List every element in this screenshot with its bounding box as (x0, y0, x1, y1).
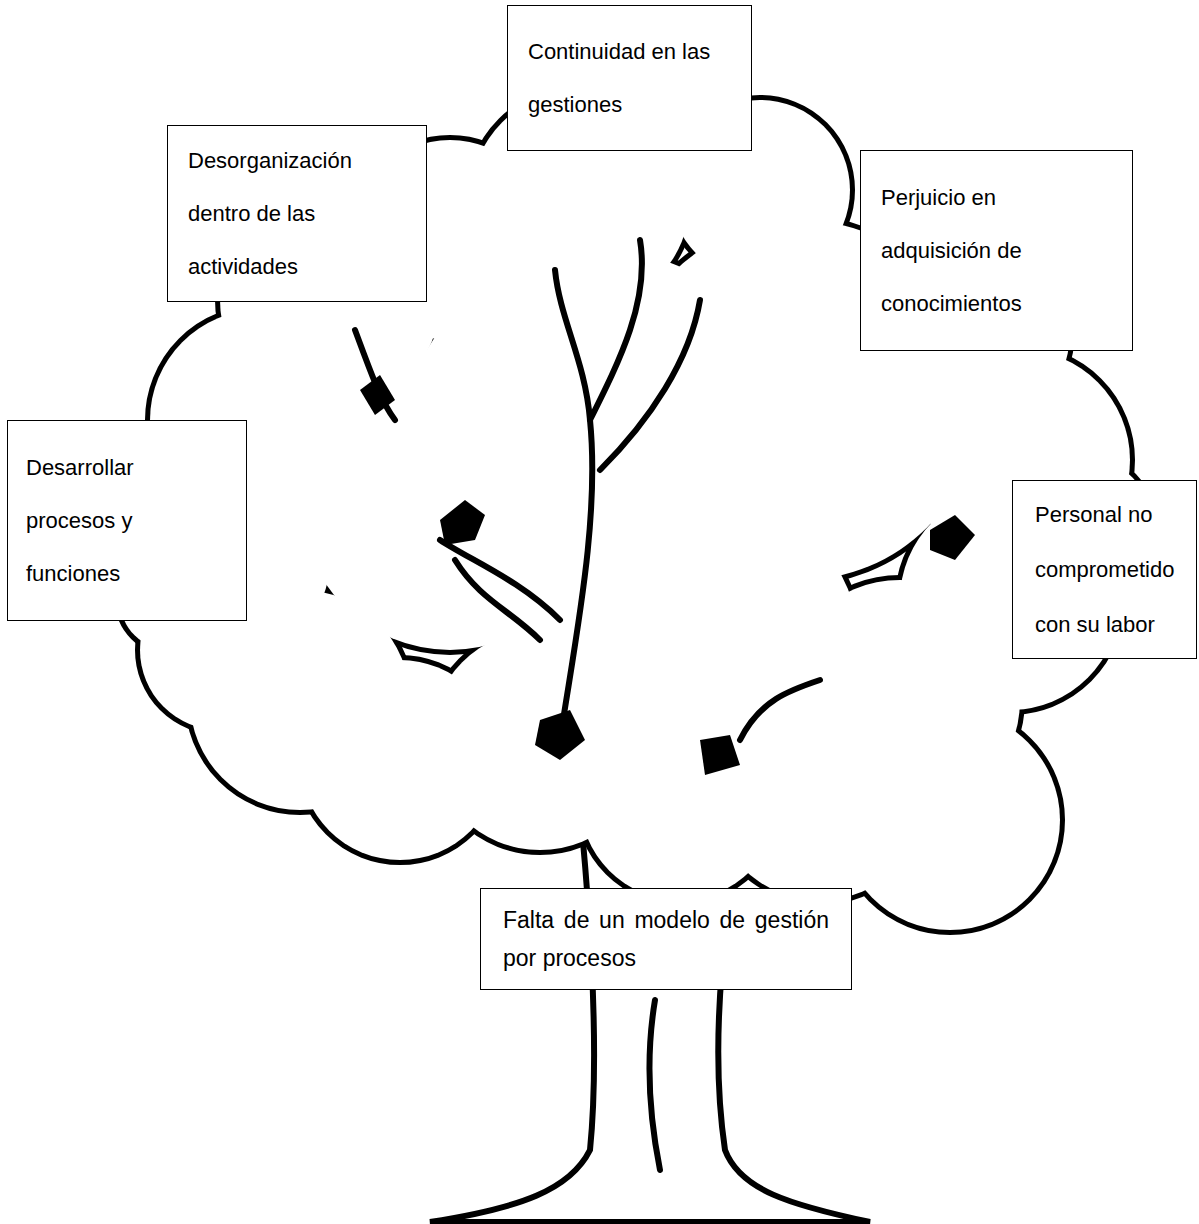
box-text: Perjuicio en adquisición de conocimiento… (881, 171, 1112, 330)
tree-branches (355, 240, 820, 1170)
text-box: Desorganización dentro de las actividade… (167, 125, 427, 302)
text-box: Continuidad en las gestiones (507, 5, 752, 151)
canopy-fill (120, 70, 1150, 930)
box-text: Personal no comprometido con su labor (1035, 487, 1180, 652)
box-text: Continuidad en las gestiones (528, 25, 731, 131)
box-text: Falta de un modelo de gestión por proces… (503, 901, 829, 977)
text-box: Personal no comprometido con su labor (1012, 480, 1197, 659)
text-box: Perjuicio en adquisición de conocimiento… (860, 150, 1133, 351)
box-text: Desarrollar procesos y funciones (26, 441, 228, 600)
canopy-outline (120, 70, 1150, 930)
text-box: Desarrollar procesos y funciones (7, 420, 247, 621)
canopy-shadows (360, 375, 975, 775)
box-text: Desorganización dentro de las actividade… (188, 134, 406, 293)
text-box: Falta de un modelo de gestión por proces… (480, 888, 852, 990)
